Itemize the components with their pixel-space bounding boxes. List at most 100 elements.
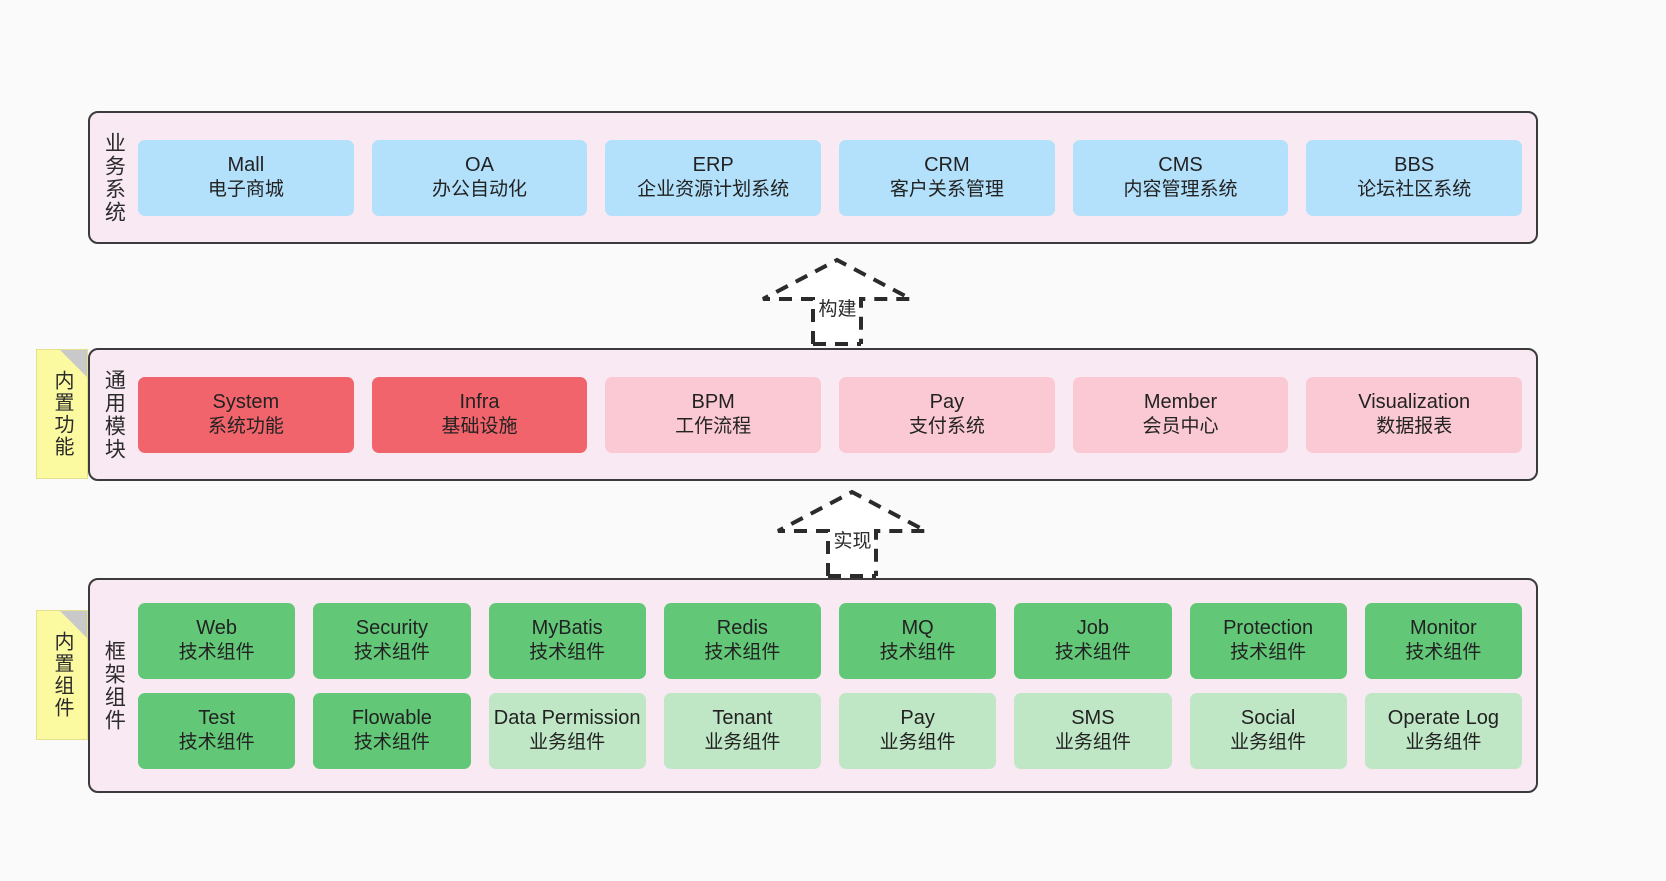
node-system-en: System bbox=[212, 390, 280, 413]
node-cms-en: CMS bbox=[1158, 153, 1203, 176]
node-bbs[interactable]: BBS 论坛社区系统 bbox=[1306, 139, 1523, 216]
layer-body-framework-components: Web 技术组件 Security 技术组件 MyBatis 技术组件 Redi… bbox=[136, 580, 1536, 791]
node-bbs-cn: 论坛社区系统 bbox=[1357, 179, 1472, 201]
node-oa-cn: 办公自动化 bbox=[432, 179, 528, 201]
arrow-implement: 实现 bbox=[765, 489, 940, 582]
node-mall-cn: 电子商城 bbox=[207, 179, 284, 201]
layer-title-business-systems: 业务系统 bbox=[102, 131, 126, 224]
node-monitor-cn: 技术组件 bbox=[1405, 642, 1482, 664]
node-crm-en: CRM bbox=[924, 153, 970, 176]
node-monitor[interactable]: Monitor 技术组件 bbox=[1364, 602, 1522, 679]
node-tenant[interactable]: Tenant 业务组件 bbox=[663, 692, 821, 769]
node-bpm[interactable]: BPM 工作流程 bbox=[605, 376, 822, 453]
node-cms[interactable]: CMS 内容管理系统 bbox=[1072, 139, 1289, 216]
node-protection-en: Protection bbox=[1223, 616, 1314, 639]
node-mybatis-cn: 技术组件 bbox=[529, 642, 606, 664]
node-bbs-en: BBS bbox=[1394, 153, 1435, 176]
node-erp[interactable]: ERP 企业资源计划系统 bbox=[605, 139, 822, 216]
common-modules-row: System 系统功能 Infra 基础设施 BPM 工作流程 Pay 支付系统… bbox=[138, 376, 1523, 453]
node-mybatis[interactable]: MyBatis 技术组件 bbox=[488, 602, 646, 679]
node-operate-log-cn: 业务组件 bbox=[1405, 732, 1482, 754]
node-cms-cn: 内容管理系统 bbox=[1123, 179, 1238, 201]
node-test-cn: 技术组件 bbox=[178, 732, 255, 754]
node-infra-cn: 基础设施 bbox=[441, 416, 518, 438]
node-visualization-en: Visualization bbox=[1358, 390, 1471, 413]
node-security[interactable]: Security 技术组件 bbox=[313, 602, 471, 679]
node-oa[interactable]: OA 办公自动化 bbox=[371, 139, 588, 216]
node-web-cn: 技术组件 bbox=[178, 642, 255, 664]
node-oa-en: OA bbox=[465, 153, 494, 176]
node-protection[interactable]: Protection 技术组件 bbox=[1189, 602, 1347, 679]
node-test[interactable]: Test 技术组件 bbox=[138, 692, 296, 769]
node-mq[interactable]: MQ 技术组件 bbox=[839, 602, 997, 679]
node-protection-cn: 技术组件 bbox=[1230, 642, 1307, 664]
node-job-cn: 技术组件 bbox=[1054, 642, 1131, 664]
sticky-note-builtin-components: 内置组件 bbox=[36, 610, 88, 740]
node-job-en: Job bbox=[1076, 616, 1109, 639]
node-mq-en: MQ bbox=[901, 616, 934, 639]
arrow-build-label: 构建 bbox=[818, 299, 857, 320]
node-bpm-cn: 工作流程 bbox=[675, 416, 752, 438]
node-security-en: Security bbox=[355, 616, 428, 639]
sticky-note-builtin-features: 内置功能 bbox=[36, 349, 88, 479]
node-social-en: Social bbox=[1240, 706, 1296, 729]
node-system-cn: 系统功能 bbox=[207, 416, 284, 438]
node-mybatis-en: MyBatis bbox=[531, 616, 603, 639]
arrow-implement-label: 实现 bbox=[833, 531, 872, 552]
node-erp-cn: 企业资源计划系统 bbox=[637, 179, 790, 201]
node-infra[interactable]: Infra 基础设施 bbox=[371, 376, 588, 453]
node-social-cn: 业务组件 bbox=[1230, 732, 1307, 754]
node-test-en: Test bbox=[198, 706, 235, 729]
node-pay-module-cn: 支付系统 bbox=[908, 416, 985, 438]
node-security-cn: 技术组件 bbox=[353, 642, 430, 664]
node-flowable-en: Flowable bbox=[351, 706, 432, 729]
node-mq-cn: 技术组件 bbox=[879, 642, 956, 664]
node-mall[interactable]: Mall 电子商城 bbox=[138, 139, 354, 216]
framework-business-components-row: Test 技术组件 Flowable 技术组件 Data Permission … bbox=[138, 692, 1522, 769]
node-member-cn: 会员中心 bbox=[1142, 416, 1219, 438]
node-tenant-cn: 业务组件 bbox=[704, 732, 781, 754]
node-monitor-en: Monitor bbox=[1410, 616, 1477, 639]
node-web[interactable]: Web 技术组件 bbox=[138, 602, 296, 679]
layer-title-common-modules: 通用模块 bbox=[102, 368, 126, 461]
layer-business-systems: 业务系统 Mall 电子商城 OA 办公自动化 ERP 企业资源计划系统 CRM… bbox=[88, 111, 1538, 244]
node-sms-en: SMS bbox=[1071, 706, 1115, 729]
node-sms[interactable]: SMS 业务组件 bbox=[1014, 692, 1172, 769]
node-operate-log[interactable]: Operate Log 业务组件 bbox=[1364, 692, 1522, 769]
node-redis-cn: 技术组件 bbox=[704, 642, 781, 664]
arrow-build: 构建 bbox=[750, 257, 925, 350]
node-pay-module-en: Pay bbox=[929, 390, 965, 413]
node-system[interactable]: System 系统功能 bbox=[138, 376, 354, 453]
node-crm-cn: 客户关系管理 bbox=[889, 179, 1004, 201]
node-pay-component-en: Pay bbox=[900, 706, 935, 729]
node-crm[interactable]: CRM 客户关系管理 bbox=[839, 139, 1055, 216]
layer-body-business-systems: Mall 电子商城 OA 办公自动化 ERP 企业资源计划系统 CRM 客户关系… bbox=[136, 113, 1536, 242]
layer-title-framework-components: 框架组件 bbox=[102, 639, 126, 732]
node-member-en: Member bbox=[1143, 390, 1218, 413]
node-erp-en: ERP bbox=[692, 153, 734, 176]
node-member[interactable]: Member 会员中心 bbox=[1072, 376, 1289, 453]
layer-body-common-modules: System 系统功能 Infra 基础设施 BPM 工作流程 Pay 支付系统… bbox=[136, 350, 1536, 479]
node-data-permission-cn: 业务组件 bbox=[529, 732, 606, 754]
layer-framework-components: 框架组件 Web 技术组件 Security 技术组件 MyBatis 技术组件… bbox=[88, 578, 1538, 793]
node-visualization[interactable]: Visualization 数据报表 bbox=[1306, 376, 1523, 453]
node-visualization-cn: 数据报表 bbox=[1376, 416, 1453, 438]
node-mall-en: Mall bbox=[227, 153, 265, 176]
node-web-en: Web bbox=[196, 616, 237, 639]
node-data-permission-en: Data Permission bbox=[493, 706, 641, 729]
node-pay-component[interactable]: Pay 业务组件 bbox=[839, 692, 997, 769]
node-redis[interactable]: Redis 技术组件 bbox=[663, 602, 821, 679]
node-operate-log-en: Operate Log bbox=[1387, 706, 1499, 729]
node-pay-module[interactable]: Pay 支付系统 bbox=[839, 376, 1055, 453]
node-flowable-cn: 技术组件 bbox=[353, 732, 430, 754]
node-redis-en: Redis bbox=[716, 616, 768, 639]
node-data-permission[interactable]: Data Permission 业务组件 bbox=[488, 692, 646, 769]
node-pay-component-cn: 业务组件 bbox=[879, 732, 956, 754]
framework-tech-components-row: Web 技术组件 Security 技术组件 MyBatis 技术组件 Redi… bbox=[138, 602, 1522, 679]
layer-common-modules: 通用模块 System 系统功能 Infra 基础设施 BPM 工作流程 Pay… bbox=[88, 348, 1538, 481]
node-job[interactable]: Job 技术组件 bbox=[1014, 602, 1172, 679]
node-social[interactable]: Social 业务组件 bbox=[1189, 692, 1347, 769]
node-sms-cn: 业务组件 bbox=[1054, 732, 1131, 754]
node-flowable[interactable]: Flowable 技术组件 bbox=[313, 692, 471, 769]
